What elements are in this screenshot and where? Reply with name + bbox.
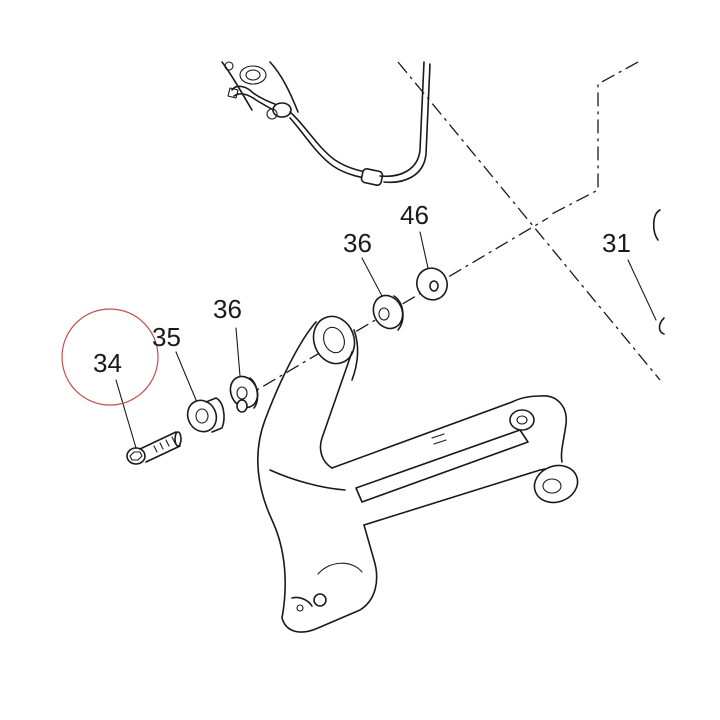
assembly-axis [239,217,549,401]
leader-lines [115,231,657,449]
washer-part-36-left [229,375,259,409]
callout-36-right: 36 [343,228,372,258]
collar-part-35 [186,397,225,433]
callout-46: 46 [400,200,429,230]
bolt-part-34 [126,431,182,465]
washer-part-36-right [372,294,404,331]
spacer-left [236,399,248,413]
footrest-bracket [257,315,579,633]
frame-outline-dashdot [397,61,665,381]
callout-31: 31 [602,228,631,258]
highlight-circle [61,308,159,406]
callout-36-left: 36 [213,294,242,324]
washer-part-46 [416,267,448,301]
callout-34: 34 [93,348,122,378]
callout-35: 35 [152,322,181,352]
frame-and-cable [221,61,431,186]
